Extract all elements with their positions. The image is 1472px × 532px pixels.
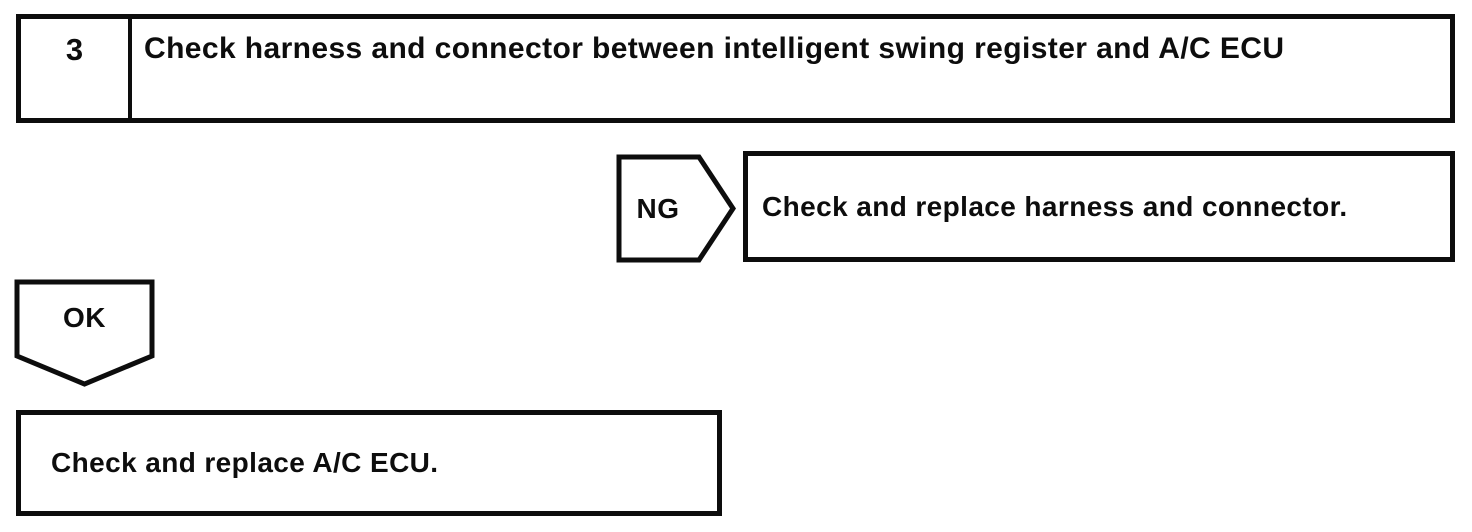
step-box: 3 Check harness and connector between in… — [16, 14, 1455, 123]
ng-action-text: Check and replace harness and connector. — [762, 190, 1348, 222]
ng-connector: NG — [616, 154, 736, 263]
ng-pentagon-icon — [616, 154, 736, 263]
ng-label: NG — [636, 192, 680, 224]
ok-pentagon-icon — [14, 279, 155, 387]
ok-action-box: Check and replace A/C ECU. — [16, 410, 722, 516]
ok-action-text: Check and replace A/C ECU. — [51, 447, 439, 478]
ng-action-box: Check and replace harness and connector. — [743, 151, 1455, 262]
step-number: 3 — [65, 32, 84, 67]
ok-connector: OK — [14, 279, 155, 387]
ok-label: OK — [63, 302, 106, 333]
step-instruction-cell: Check harness and connector between inte… — [132, 19, 1450, 118]
step-instruction: Check harness and connector between inte… — [144, 32, 1285, 65]
step-number-cell: 3 — [21, 19, 132, 118]
